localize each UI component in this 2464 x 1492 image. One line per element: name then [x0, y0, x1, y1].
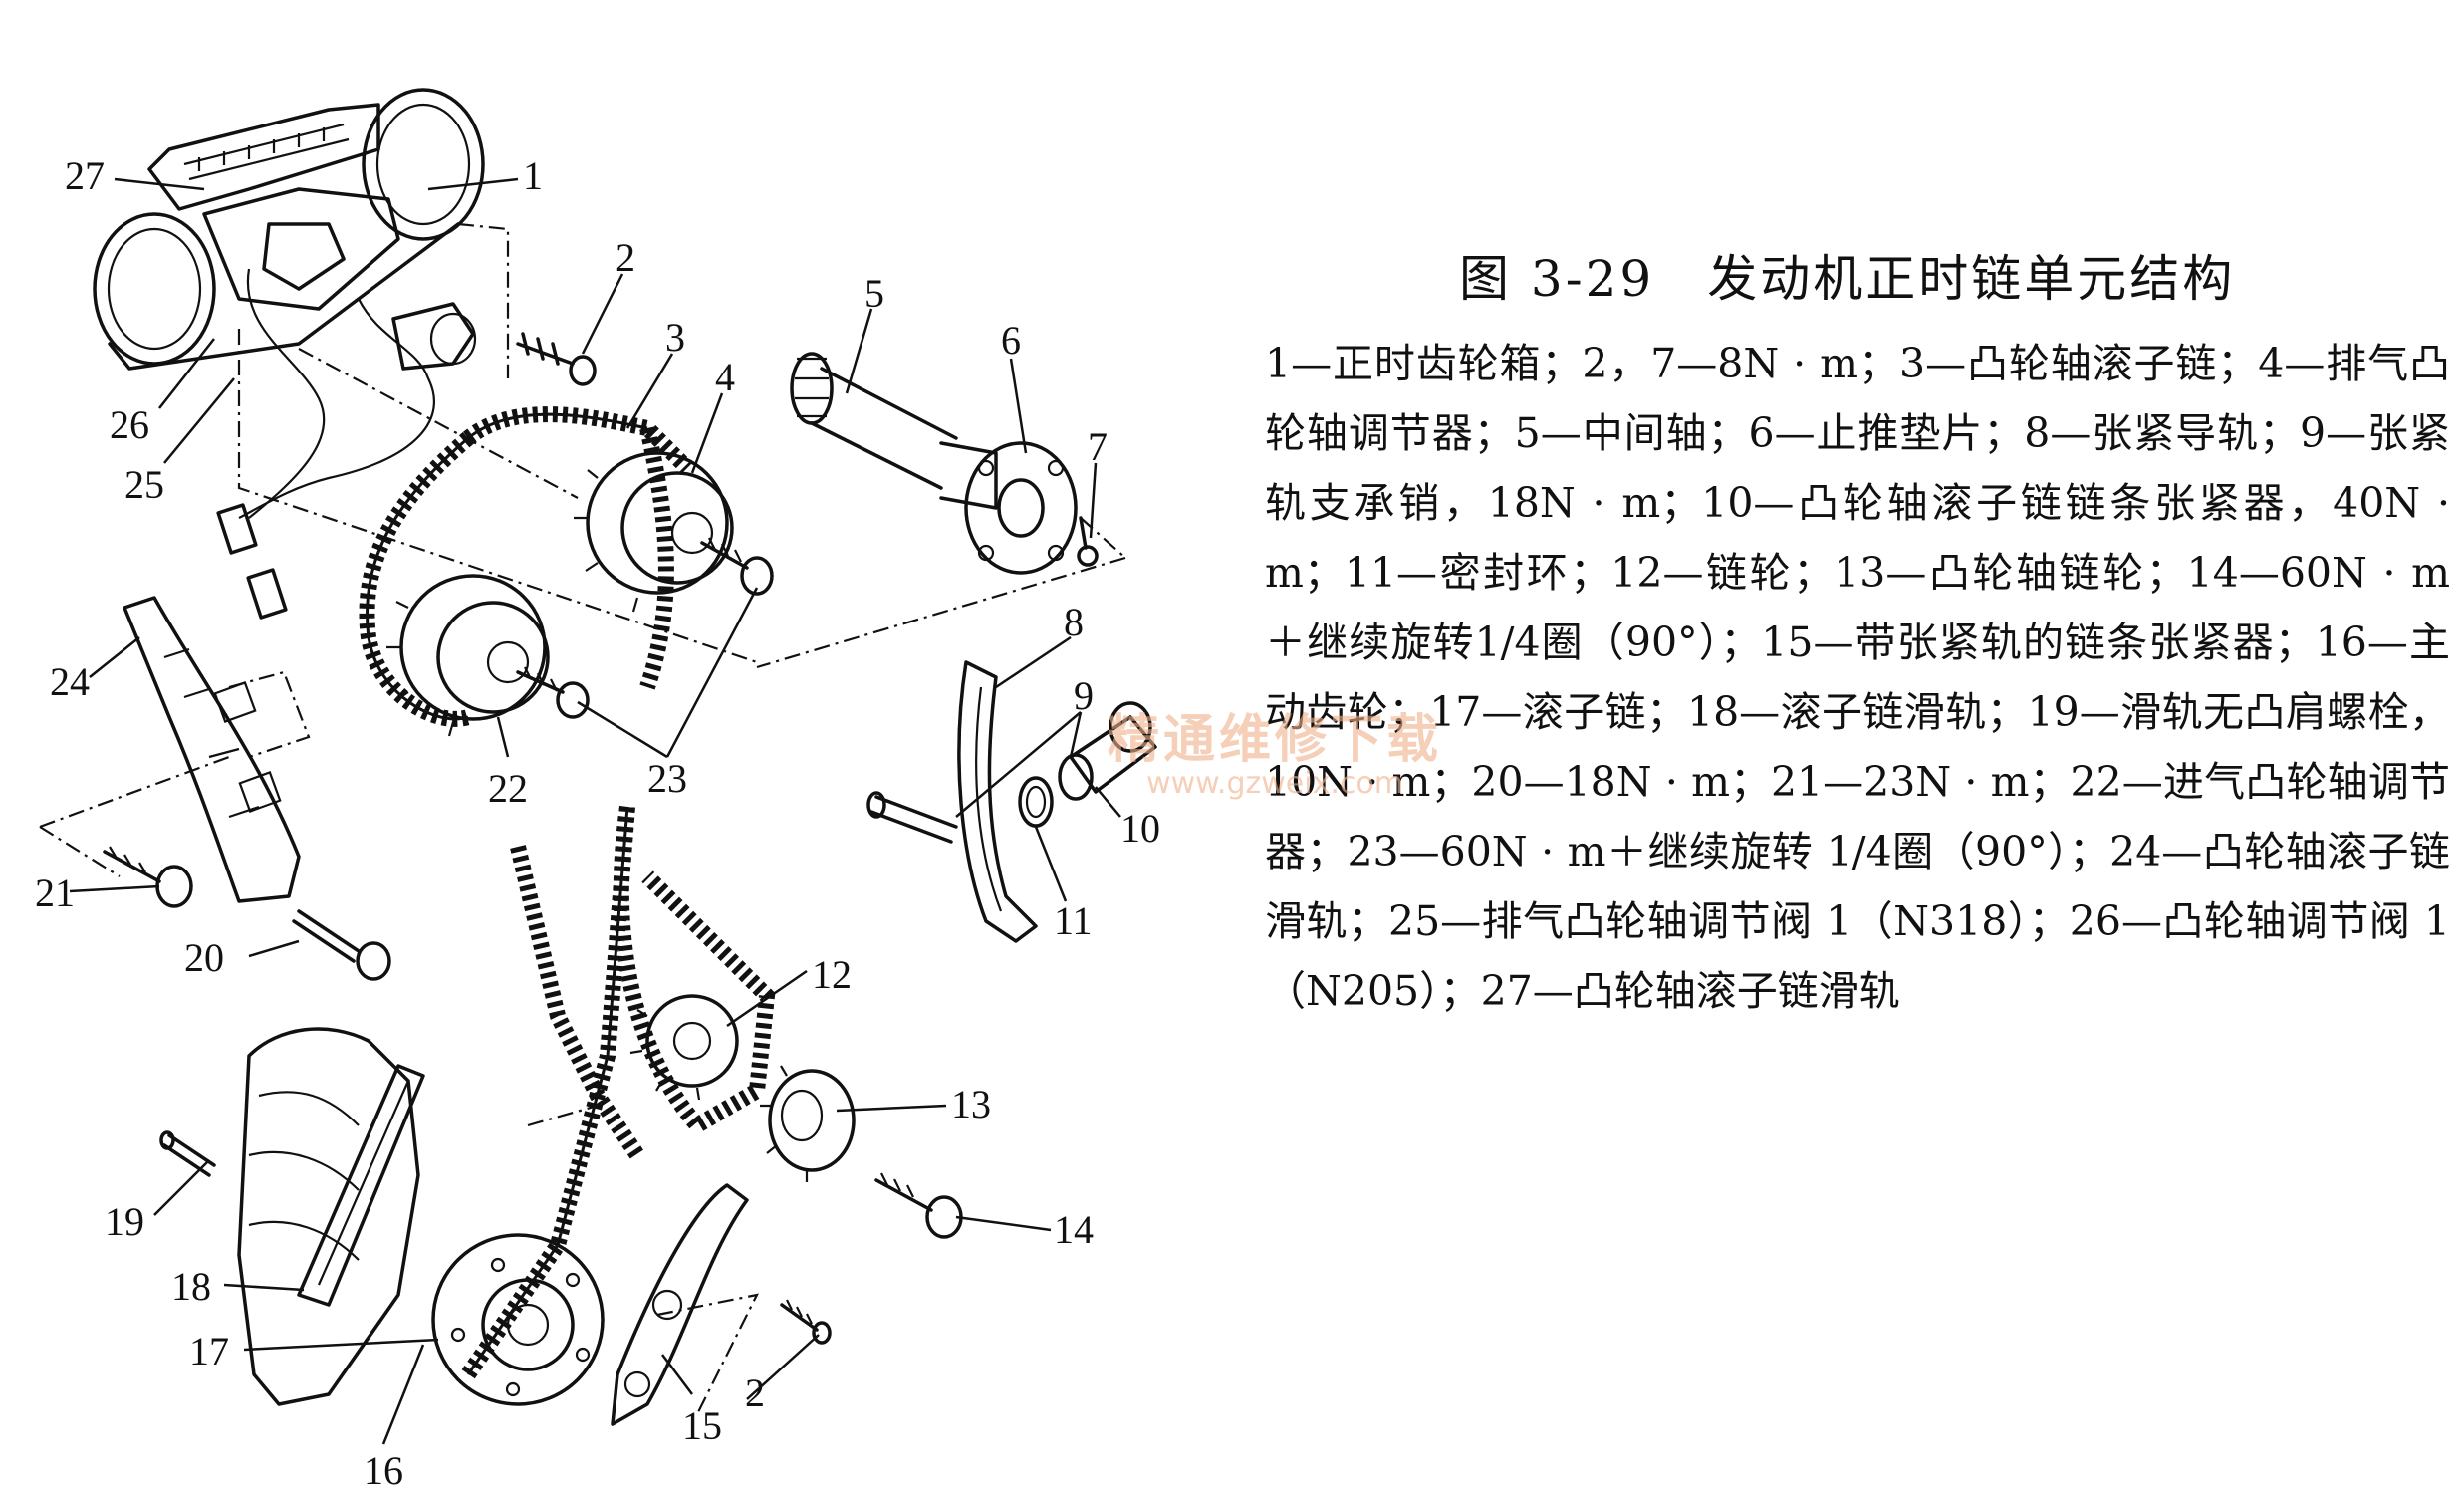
bolt-19 [159, 1130, 216, 1177]
callout-2-upper: 2 [616, 235, 635, 280]
callout-21: 21 [35, 870, 75, 915]
timing-chain-exploded-diagram: 27 1 2 3 4 5 6 7 8 9 10 11 12 13 14 2 15… [35, 88, 1160, 1492]
callout-12: 12 [812, 952, 852, 997]
callout-10: 10 [1120, 806, 1160, 851]
callout-5: 5 [864, 271, 884, 316]
seal-ring-11 [1018, 776, 1054, 828]
timing-gear-case [93, 88, 485, 620]
callout-9: 9 [1074, 673, 1094, 718]
bolt-21 [103, 846, 193, 908]
figure-title: 图 3-29 发动机正时链单元结构 [1459, 250, 2236, 308]
exhaust-camshaft-adjuster [574, 451, 774, 613]
callout-4: 4 [715, 355, 735, 399]
camshaft-sprocket-13 [760, 1065, 856, 1182]
bolt-2-upper [516, 332, 597, 386]
callout-7: 7 [1088, 424, 1108, 469]
roller-chain-guide-18 [297, 1064, 425, 1307]
figure-legend: 1—正时齿轮箱；2，7—8N · m；3—凸轮轴滚子链；4—排气凸轮轴调节器；5… [1265, 340, 2450, 1015]
roller-chain-17 [461, 805, 776, 1379]
camshaft-roller-chain [359, 406, 693, 727]
callout-3: 3 [665, 315, 685, 360]
callout-1: 1 [523, 153, 543, 198]
intake-camshaft-adjuster [386, 574, 590, 737]
callout-25: 25 [124, 462, 164, 507]
callout-20: 20 [184, 935, 224, 980]
assembly-line-shaft [756, 517, 1126, 669]
callout-8: 8 [1064, 600, 1084, 644]
intermediate-shaft [790, 352, 998, 510]
callout-24: 24 [50, 659, 90, 704]
leader-lines [69, 177, 1121, 1445]
callout-26: 26 [110, 402, 149, 447]
bolt-14 [874, 1172, 963, 1239]
callout-2-lower: 2 [745, 1370, 765, 1415]
drive-gear-16 [431, 1233, 605, 1406]
callout-22: 22 [488, 766, 528, 811]
tensioner-guide-8 [957, 660, 1038, 943]
tensioner-pin-9 [866, 791, 958, 844]
callout-15: 15 [682, 1403, 722, 1448]
callout-labels: 27 1 2 3 4 5 6 7 8 9 10 11 12 13 14 2 15… [35, 153, 1160, 1492]
figure-caption: 图 3-29 发动机正时链单元结构 1—正时齿轮箱；2，7—8N · m；3—凸… [1265, 239, 2450, 1026]
callout-16: 16 [364, 1448, 403, 1492]
callout-6: 6 [1001, 318, 1021, 363]
assembly-line-guide [39, 670, 311, 877]
callout-13: 13 [951, 1082, 991, 1126]
callout-23: 23 [647, 756, 687, 801]
bolt-20 [292, 909, 391, 981]
callout-27: 27 [65, 153, 105, 198]
chain-tensioner-10 [1058, 701, 1157, 801]
callout-17: 17 [189, 1329, 229, 1373]
camshaft-chain-guide-24 [123, 596, 301, 903]
callout-11: 11 [1054, 898, 1093, 943]
callout-18: 18 [171, 1264, 211, 1309]
callout-19: 19 [105, 1199, 144, 1244]
bolt-2-lower [780, 1299, 832, 1345]
bolt-7 [1077, 516, 1099, 567]
tensioner-with-rail-15 [611, 1183, 749, 1426]
assembly-line-case [237, 222, 758, 664]
assembly-line-lower [527, 1104, 759, 1415]
callout-14: 14 [1054, 1207, 1094, 1252]
thrust-washer [964, 441, 1078, 575]
